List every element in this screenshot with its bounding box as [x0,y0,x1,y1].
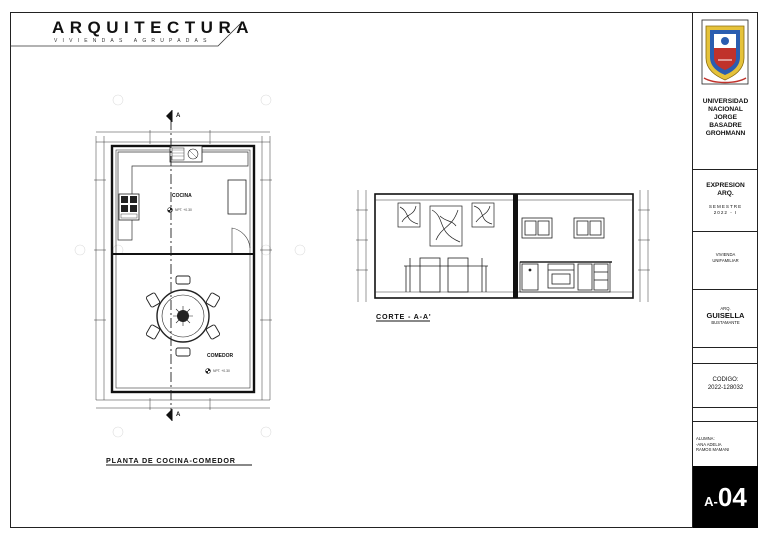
code-value: 2022-128032 [707,385,744,391]
header-title: ARQUITECTURA [52,18,254,37]
teacher-title: ARQ. [720,306,731,311]
kitchen-label: COCINA [172,193,192,199]
section-caption: CORTE - A-A' [376,312,432,321]
dining-label: COMEDOR [207,353,234,359]
university-line: JORGE [713,114,738,121]
university-line: BASADRE [709,122,742,129]
semester-line: 2022 - I [713,210,738,215]
sheet-number: 04 [717,481,747,512]
header-frame-line [10,23,241,47]
university-line: GROHMANN [705,130,746,137]
student-line: ALUMNA: [696,436,715,441]
student-line: -ANA ADELIA [696,441,722,447]
university-cell: UNIVERSIDAD NACIONAL JORGE BASADRE GROHM… [693,90,758,170]
header-subtitle: VIVIENDAS AGRUPADAS [54,38,212,44]
section-partition [513,194,518,298]
dining-wall-art [397,202,495,247]
section-mark-top-letter: A [176,113,181,119]
floor-plan [94,110,272,466]
university-line: NACIONAL [708,106,743,113]
kitchen-level: NPT. +0.30 [175,208,192,212]
kitchen-sink [169,145,203,163]
title-block: UNIVERSIDAD NACIONAL JORGE BASADRE GROHM… [692,12,758,528]
code-cell: CODIGO: 2022-128032 [693,364,758,408]
sheet-border [10,12,758,528]
section-mark-bottom-letter: A [176,412,181,418]
kitchen-cabinets-elevation [519,217,612,293]
kitchen-stove [118,193,140,221]
student-cell: ALUMNA: -ANA ADELIA RAMOS MAMANI [693,422,758,466]
blank-cell [693,348,758,364]
kitchen-fridge [227,179,247,215]
blank-cell-2 [693,408,758,422]
course-cell: EXPRESION ARQ. SEMESTRE 2022 - I [693,170,758,232]
teacher-surname: BUSTAMANTE [711,319,740,325]
plan-caption: PLANTA DE COCINA-COMEDOR [106,456,236,465]
dining-level-mark [205,368,211,374]
project-cell: VIVIENDA UNIFAMILIAR [693,232,758,290]
section-marker-top [166,110,173,122]
university-line: UNIVERSIDAD [702,98,749,105]
code-label: CODIGO: [712,377,739,383]
section-outer [374,193,634,299]
dining-level: NPT. +0.30 [213,369,230,373]
section-view [356,190,650,322]
section-dimension-lines [356,190,650,302]
plan-dimension-lines [94,130,272,410]
project-line: UNIFAMILIAR [712,257,739,263]
course-line: EXPRESION [706,182,745,189]
semester-line: SEMESTRE [708,204,743,209]
dining-furniture-elevation [404,257,488,293]
kitchen-level-mark [167,207,173,213]
kitchen-counter [117,151,249,241]
teacher-cell: ARQ. GUISELLA BUSTAMANTE [693,290,758,348]
teacher-name: GUISELLA [706,310,745,320]
section-marker-bottom [166,409,173,421]
course-line: ARQ. [717,190,734,197]
door-swing [231,227,251,254]
sheet-prefix: A- [704,493,718,509]
student-line: RAMOS MAMANI [696,447,730,452]
sheet-number-box: A-04 [693,466,758,528]
dining-table [145,275,221,357]
project-line: VIVIENDA [715,252,736,257]
university-logo [701,19,749,85]
